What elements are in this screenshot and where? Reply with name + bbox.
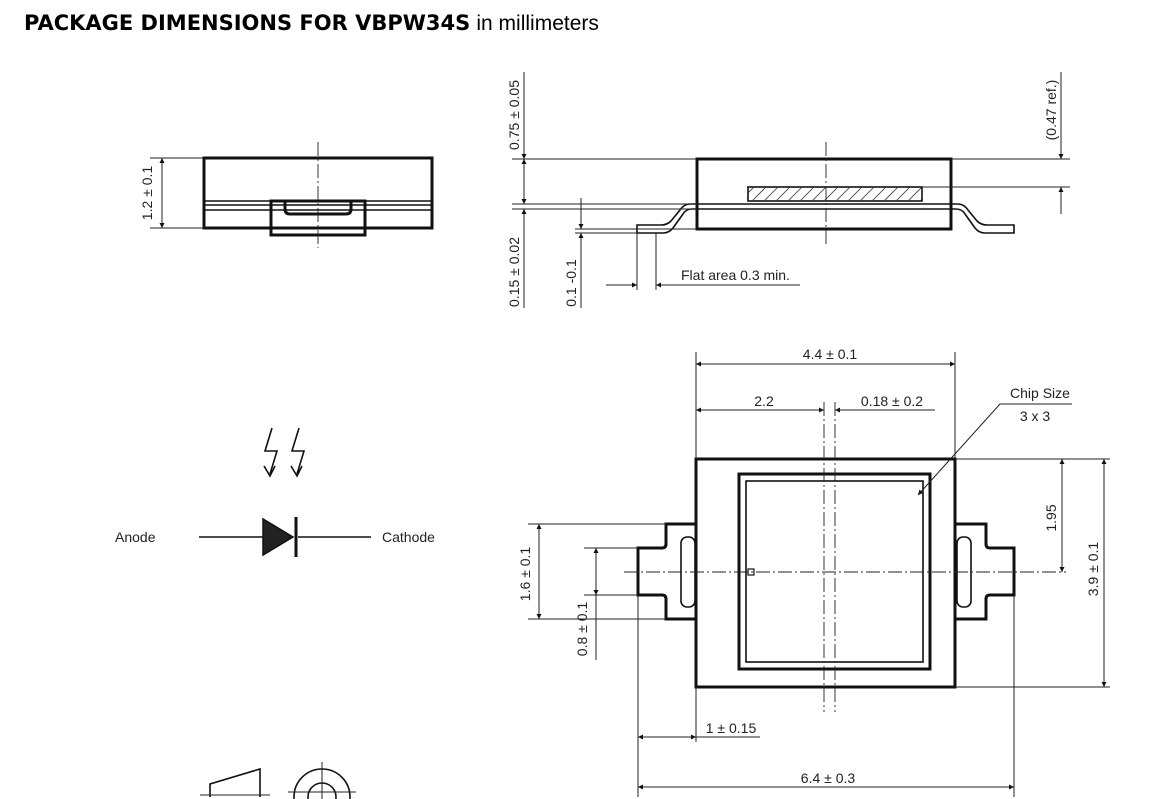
side-chip — [747, 186, 923, 202]
front-view: 1.2 ± 0.1 — [139, 142, 434, 248]
side-height-label: 0.75 ± 0.05 — [506, 80, 522, 150]
diode-triangle — [262, 517, 295, 557]
lead-width-label: 0.8 ± 0.1 — [574, 602, 590, 657]
side-body-outline — [695, 157, 953, 231]
front-body-outline — [202, 156, 434, 230]
top-view: 4.4 ± 0.1 2.2 0.18 ± 0.2 Chip Size 3 x 3… — [517, 346, 1110, 797]
center-offset-label: 2.2 — [754, 393, 774, 409]
side-right-lead — [951, 203, 1015, 234]
left-lead-tab — [636, 522, 696, 621]
chip-offset-label: 0.18 ± 0.2 — [861, 393, 923, 409]
front-height-label: 1.2 ± 0.1 — [139, 166, 155, 221]
projection-trapezoid-icon — [209, 767, 261, 797]
body-width-label: 4.4 ± 0.1 — [803, 346, 858, 362]
body-height-label: 3.9 ± 0.1 — [1085, 542, 1101, 597]
chip-size-label: Chip Size — [1010, 385, 1070, 401]
title-units: in millimeters — [476, 12, 599, 35]
projection-symbol — [200, 762, 356, 799]
half-height-label: 1.95 — [1043, 504, 1059, 531]
side-standoff-label: 0.1 -0.1 — [563, 259, 579, 307]
side-ref-label: (0.47 ref.) — [1043, 80, 1059, 141]
cathode-label: Cathode — [382, 529, 435, 545]
photodiode-symbol: Anode Cathode — [115, 427, 435, 557]
chip-size-value: 3 x 3 — [1020, 408, 1051, 424]
title-bold: PACKAGE DIMENSIONS FOR VBPW34S — [24, 11, 471, 35]
chip-size-leader — [917, 403, 1072, 496]
total-length-label: 6.4 ± 0.3 — [801, 770, 856, 786]
tab-height-label: 1.6 ± 0.1 — [517, 547, 533, 602]
anode-label: Anode — [115, 529, 156, 545]
side-view: 0.75 ± 0.05 0.15 ± 0.02 0.1 -0.1 Flat ar… — [506, 72, 1070, 308]
side-flat-area-label: Flat area 0.3 min. — [681, 267, 790, 283]
light-arrow-icon — [263, 427, 279, 475]
top-body-outline — [694, 457, 957, 689]
lead-length-label: 1 ± 0.15 — [706, 720, 757, 736]
chip-outer — [737, 472, 932, 671]
chip-inner — [745, 480, 924, 663]
side-chip-hatch — [748, 187, 922, 201]
right-lead-tab — [956, 522, 1016, 621]
page-title: PACKAGE DIMENSIONS FOR VBPW34S in millim… — [24, 10, 599, 36]
light-arrow-icon — [290, 427, 306, 475]
side-lead-thickness-label: 0.15 ± 0.02 — [506, 237, 522, 307]
